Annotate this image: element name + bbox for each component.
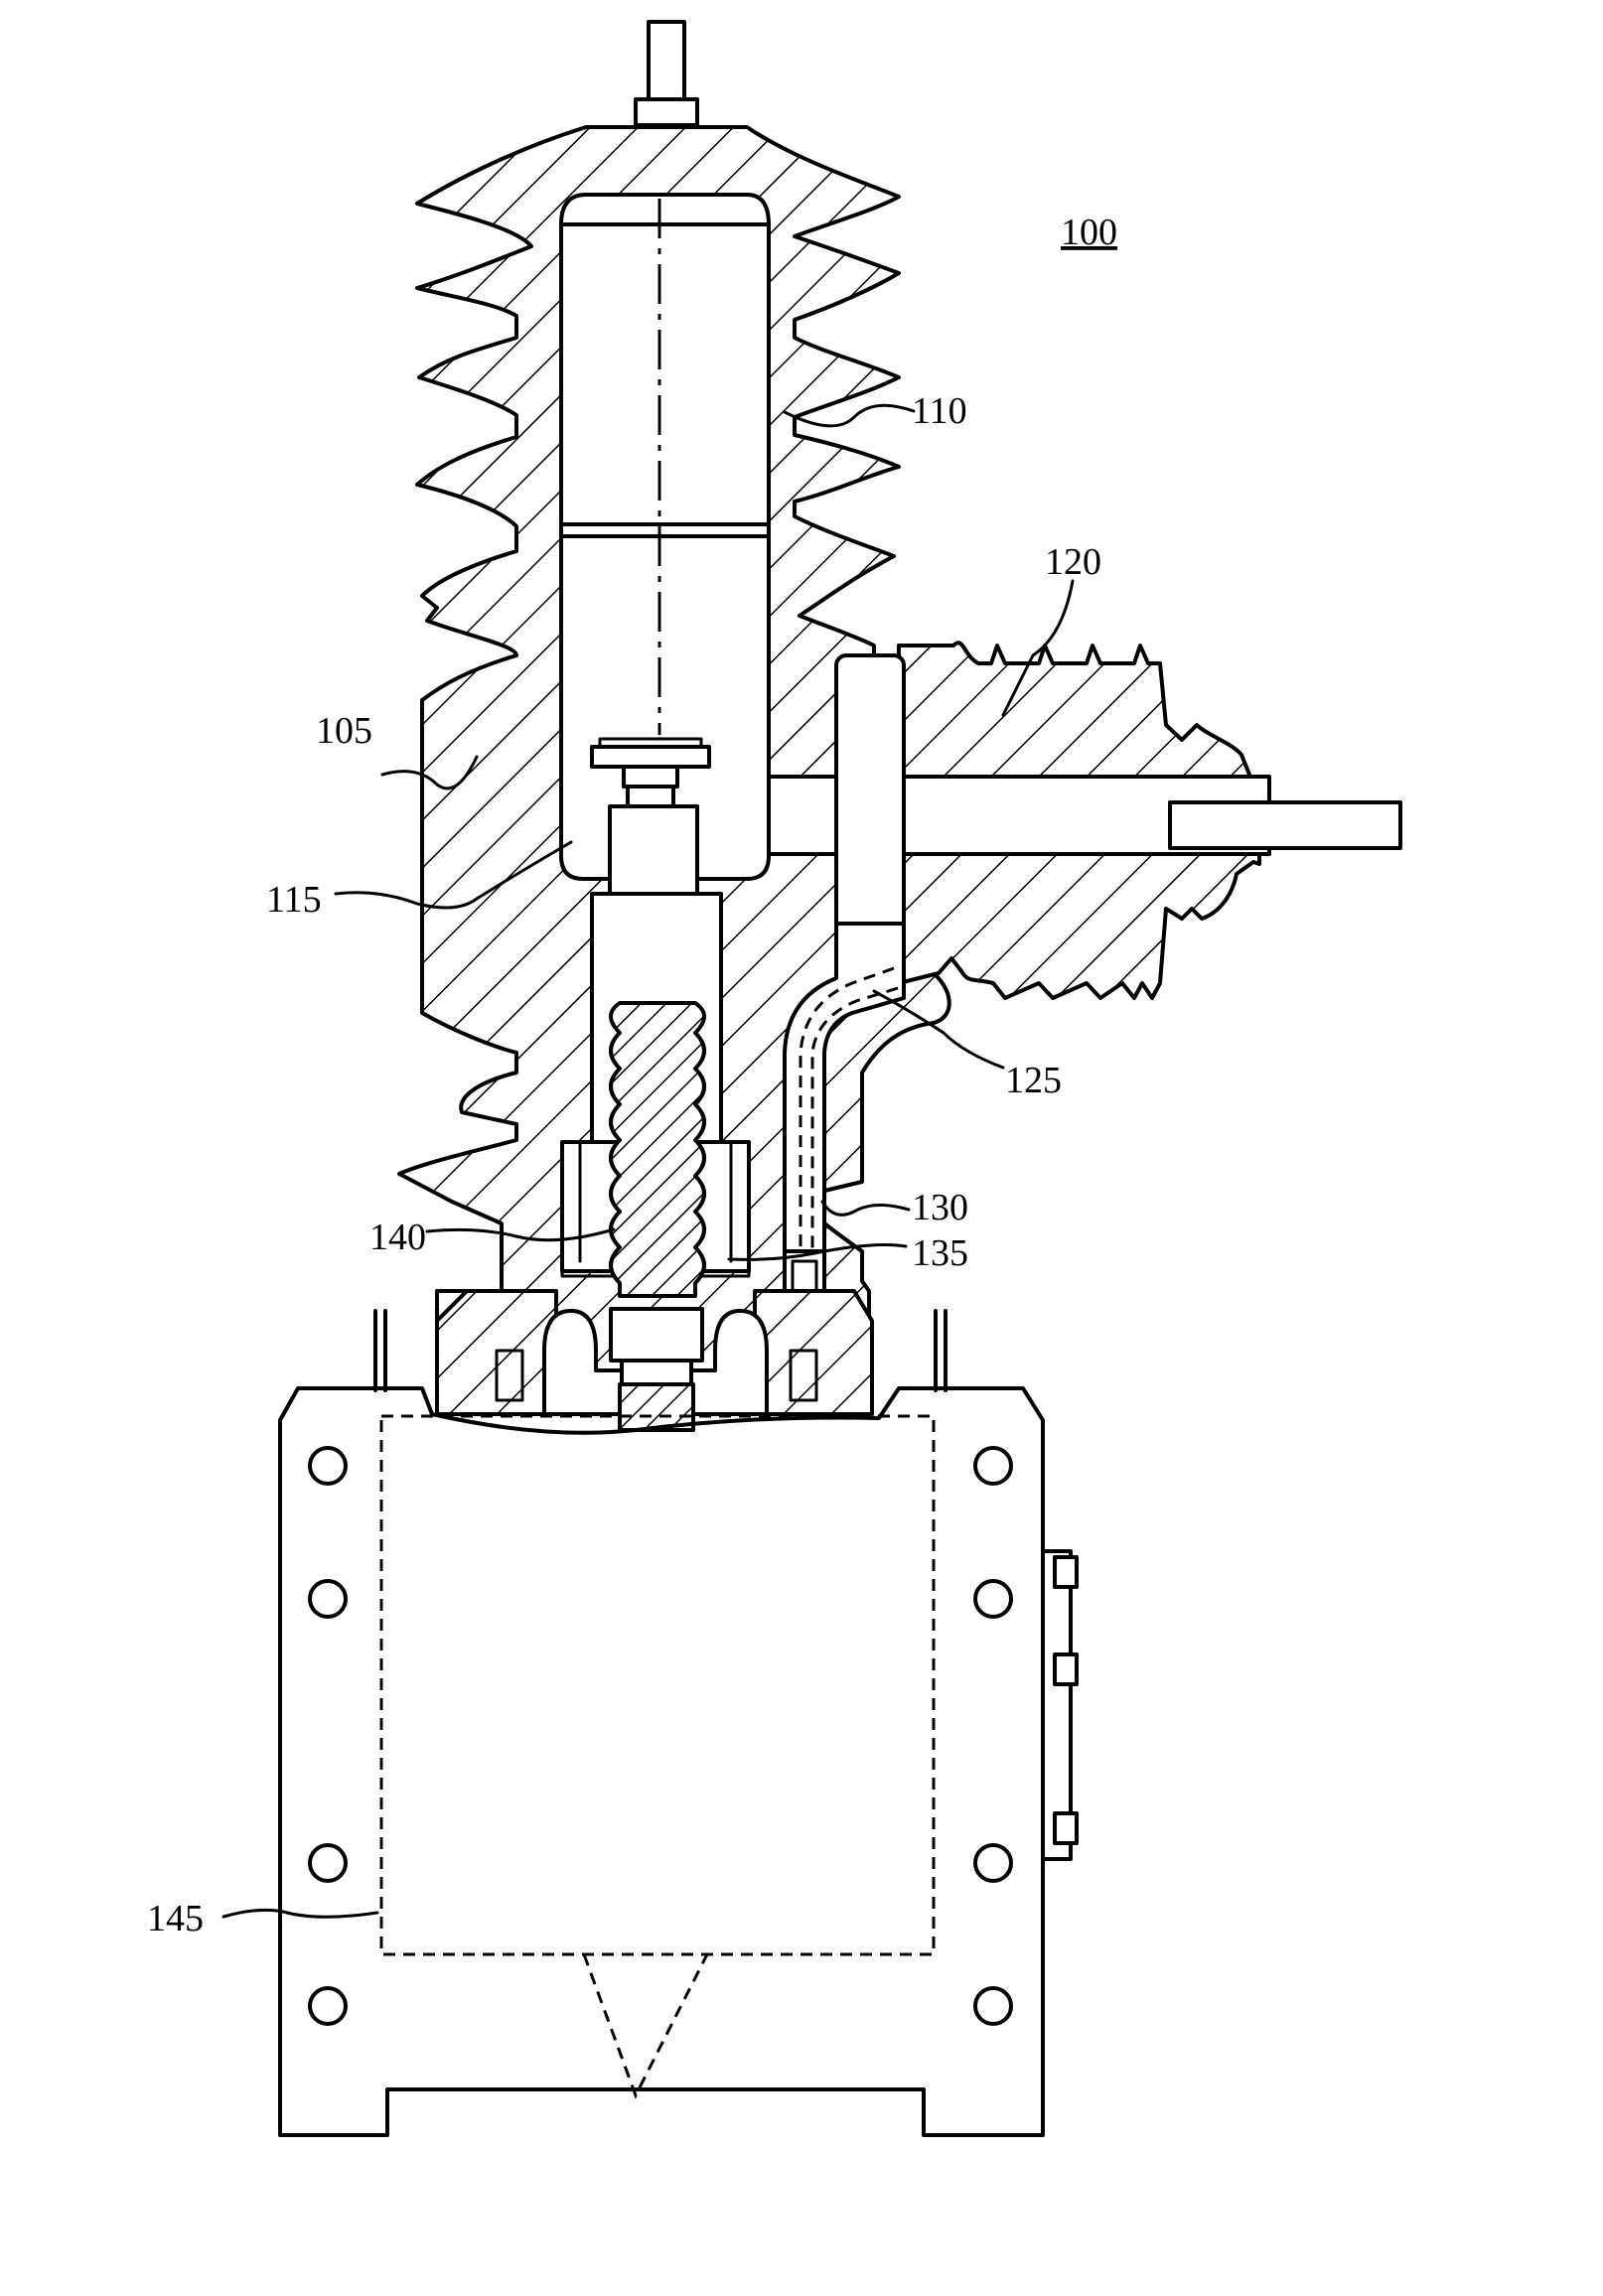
label-100: 100 xyxy=(1061,212,1117,253)
leader-130 xyxy=(822,1202,909,1215)
label-120: 120 xyxy=(1045,541,1101,583)
label-115: 115 xyxy=(266,879,322,921)
bellows xyxy=(611,1003,704,1296)
base-flange xyxy=(375,1291,946,1430)
leader-145 xyxy=(223,1910,377,1917)
label-135: 135 xyxy=(912,1232,968,1274)
label-145: 145 xyxy=(147,1898,204,1939)
label-130: 130 xyxy=(912,1187,968,1228)
side-conductor xyxy=(836,655,904,932)
actuator-housing xyxy=(280,1388,1077,2135)
label-140: 140 xyxy=(369,1217,426,1258)
label-105: 105 xyxy=(316,710,372,752)
label-110: 110 xyxy=(912,390,967,432)
label-125: 125 xyxy=(1005,1060,1062,1101)
